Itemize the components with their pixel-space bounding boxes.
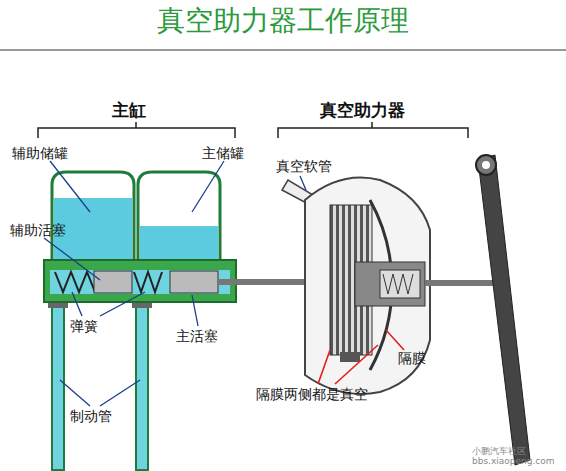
part-label: 制动管 (70, 408, 112, 424)
part-label: 真空软管 (276, 158, 332, 174)
leader-line (318, 330, 404, 384)
vacuum-booster (282, 178, 495, 394)
title: 真空助力器工作原理 (0, 4, 566, 38)
assembly-label: 真空助力器 (320, 100, 405, 120)
note-label: 隔膜两侧都是真空 (256, 386, 368, 402)
master-cylinder (44, 260, 308, 302)
assembly-label: 主缸 (112, 100, 146, 120)
brake-pedal (476, 155, 530, 465)
part-label: 隔膜 (398, 350, 426, 366)
watermark: bbs.xiaopeng.com (472, 456, 555, 466)
part-label: 辅助活塞 (10, 222, 66, 238)
part-label: 主活塞 (176, 328, 218, 344)
title-rule (0, 49, 566, 51)
bracket (278, 122, 468, 138)
leader-line (44, 161, 306, 406)
part-label: 辅助储罐 (12, 145, 68, 161)
watermark: 小鹏汽车社区 (472, 446, 526, 456)
part-label: 主储罐 (202, 145, 244, 161)
brake-pipe (48, 298, 152, 470)
bracket (38, 122, 235, 138)
reservoir (52, 172, 220, 262)
part-label: 弹簧 (70, 318, 98, 334)
